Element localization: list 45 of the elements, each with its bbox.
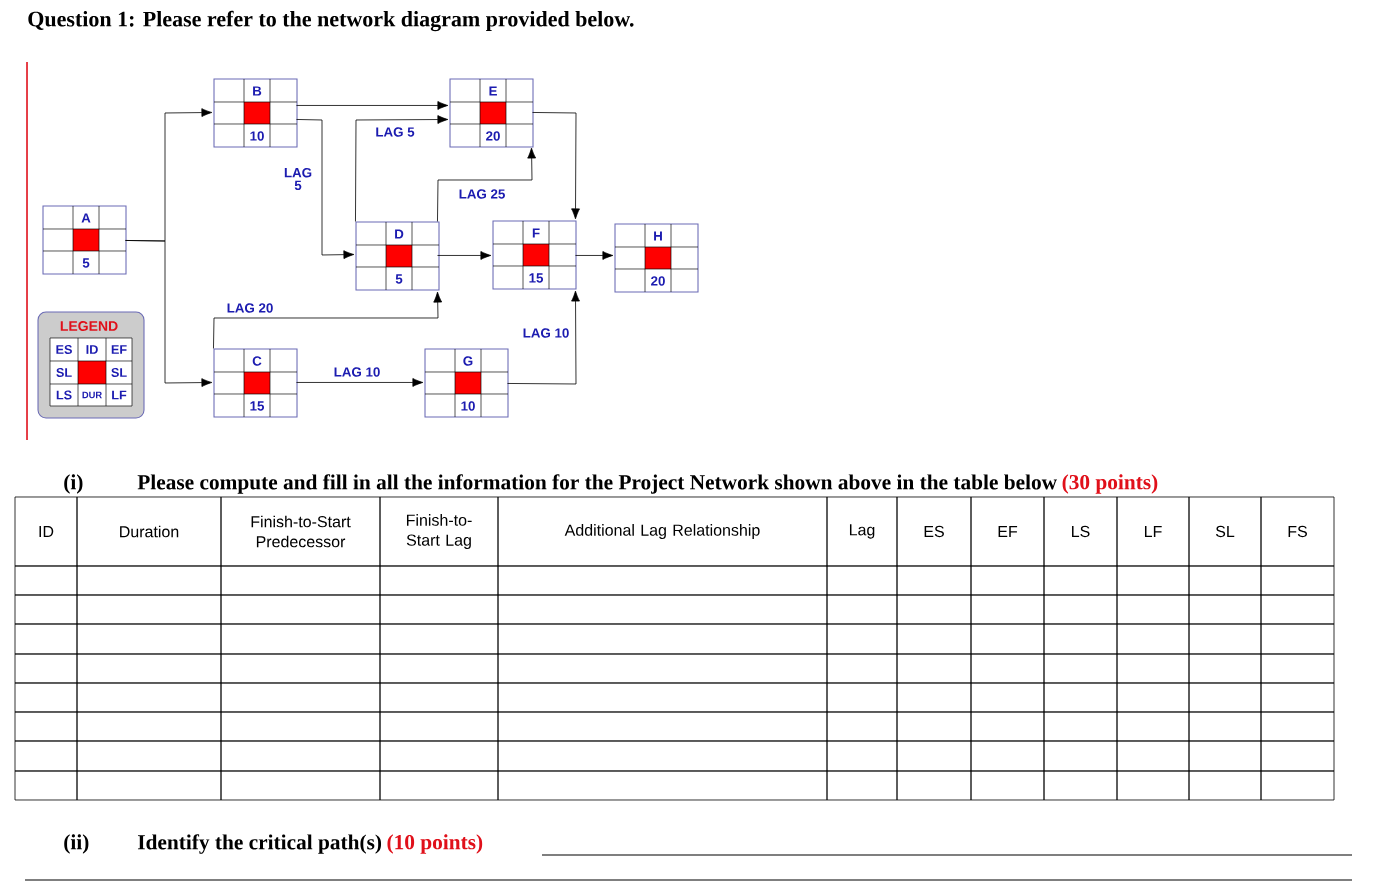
- points: (30 points): [1062, 474, 1158, 494]
- arrow: [296, 119, 355, 259]
- column-header: Finish-to-Start Lag: [406, 514, 472, 549]
- edge-label: LAG 5: [281, 166, 315, 192]
- arrow: [532, 112, 580, 220]
- column-header: EF: [998, 526, 1018, 537]
- activity-box: G 10: [424, 348, 509, 418]
- column-header: ID: [39, 526, 54, 537]
- column-header: LS: [1072, 525, 1090, 538]
- column-header: Additional Lag Relationship: [564, 524, 760, 539]
- instruction: Please compute and fill in all the information for the Project Network shown above in the table below: [137, 474, 1057, 494]
- title: Question 1: Please refer to the network diagram provided below.: [28, 10, 634, 32]
- column-header: LF: [1145, 526, 1162, 537]
- activity-box: H 20: [614, 223, 699, 293]
- column-header: FS: [1288, 525, 1307, 538]
- arrow: [437, 147, 536, 222]
- instruction: Identify the critical path(s): [138, 834, 382, 854]
- activity-box: E 20: [449, 78, 534, 148]
- arrow: [355, 115, 449, 222]
- activity-box: C 15: [213, 348, 298, 418]
- column-header: Duration: [120, 525, 179, 538]
- activity-box: B 10: [213, 78, 298, 148]
- edge-label: LAG 25: [457, 187, 507, 201]
- points: (10 points): [387, 834, 483, 854]
- column-header: Lag: [850, 524, 875, 539]
- arrow: [507, 290, 580, 385]
- column-header: ES: [924, 525, 944, 538]
- edge-label: LAG 5: [374, 125, 416, 139]
- arrow: [296, 378, 424, 387]
- arrow: [125, 240, 213, 387]
- activity-box: A 5: [42, 205, 127, 275]
- arrow: [213, 291, 443, 349]
- item-number: (ii): [64, 834, 89, 854]
- arrow: [575, 251, 614, 260]
- arrow: [296, 101, 449, 110]
- column-header: Finish-to-Start Predecessor: [251, 515, 351, 548]
- column-header: SL: [1215, 525, 1235, 538]
- edge-label: LAG 20: [225, 301, 275, 315]
- activity-box: D 5: [355, 221, 440, 291]
- arrow: [437, 251, 492, 260]
- item-number: (i): [64, 474, 83, 494]
- edge-label: LAG 10: [332, 365, 382, 379]
- activity-box: F 15: [492, 220, 577, 290]
- edge-label: LAG 10: [521, 326, 571, 340]
- legend-box: LEGEND ES ID EF SL SL LS DUR LF: [37, 311, 145, 419]
